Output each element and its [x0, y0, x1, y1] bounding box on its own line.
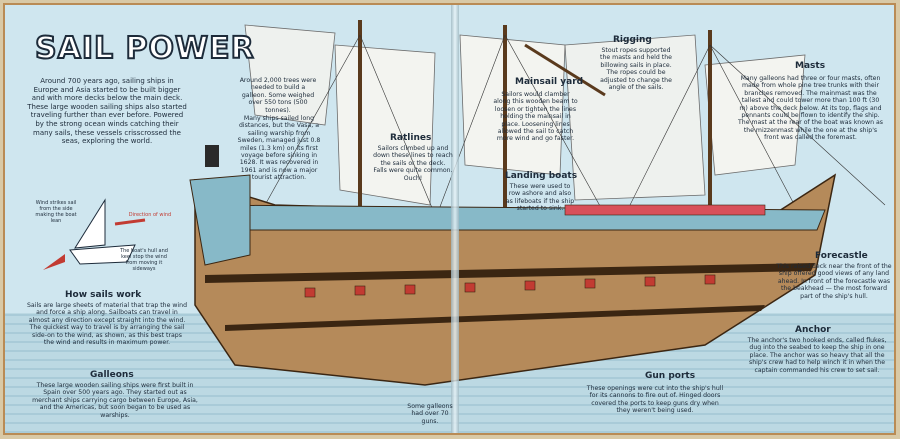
sail-diagram: Direction of wind Wind strikes sail from… [35, 190, 175, 282]
page-title: SAIL POWER [34, 30, 255, 67]
book-spine [451, 5, 459, 433]
guns-fact: Some galleons had over 70 guns. [407, 403, 453, 425]
masts-heading: Masts [795, 61, 826, 71]
mainsail-text: Sailors would clamber along this wooden … [493, 91, 578, 143]
galleon-illustration [189, 20, 886, 386]
gunports-heading: Gun ports [645, 371, 696, 381]
gunports-text: These openings were cut into the ship's … [586, 385, 724, 415]
galleons-heading: Galleons [90, 370, 134, 380]
howsails-heading: How sails work [65, 290, 142, 300]
intro-text: Around 700 years ago, sailing ships in E… [27, 77, 187, 146]
landing-heading: Landing boats [505, 171, 578, 181]
forecastle-heading: Forecastle [815, 251, 868, 261]
landing-text: These were used to row ashore and also a… [505, 183, 575, 213]
keel-label: The boat's hull and keel stop the wind f… [120, 248, 168, 272]
howsails-text: Sails are large sheets of material that … [27, 302, 188, 347]
book-spread: SAIL POWER Around 700 years ago, sailing… [3, 3, 896, 435]
vasa-fact: Many ships sailed long distances, but th… [237, 115, 321, 182]
mainsail-heading: Mainsail yard [515, 77, 584, 87]
rigging-heading: Rigging [613, 35, 652, 45]
rigging-text: Stout ropes supported the masts and held… [600, 47, 672, 92]
sailboat-icon [43, 198, 146, 270]
masts-text: Many galleons had three or four masts, o… [738, 75, 883, 142]
forecastle-text: This raised deck near the front of the s… [776, 263, 892, 300]
anchor-heading: Anchor [795, 325, 831, 335]
wind-label: Direction of wind [128, 212, 172, 218]
anchor-text: The anchor's two hooked ends, called flu… [747, 337, 887, 374]
sail-label: Wind strikes sail from the side making t… [35, 200, 77, 224]
trees-fact: Around 2,000 trees were needed to build … [239, 77, 317, 114]
ratlines-heading: Ratlines [390, 133, 432, 143]
galleons-text: These large wooden sailing ships were fi… [32, 382, 198, 419]
ratlines-text: Sailors climbed up and down these lines … [373, 145, 453, 182]
